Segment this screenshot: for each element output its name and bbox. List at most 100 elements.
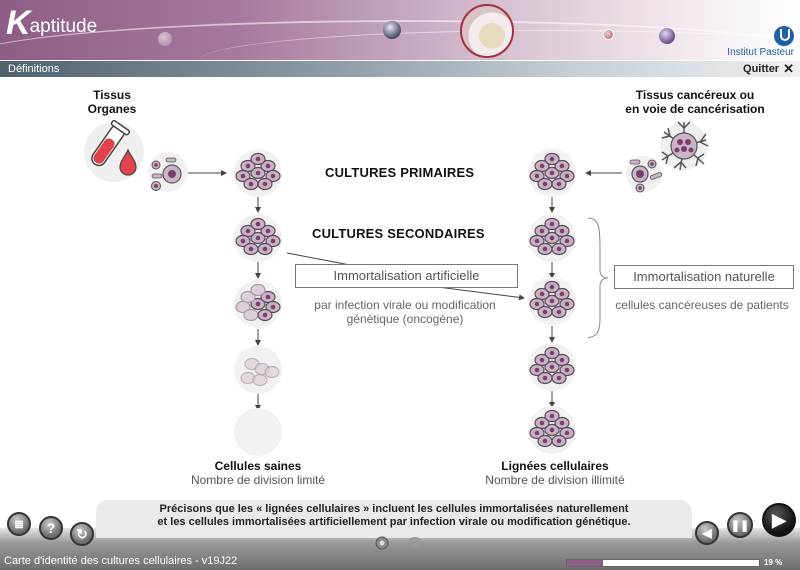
previous-icon: ◀ [702, 526, 712, 540]
decorative-orb [383, 21, 401, 39]
primary-cultures-title: CULTURES PRIMAIRES [325, 165, 475, 180]
cell [559, 234, 575, 248]
cell [265, 169, 281, 183]
cell-line-right-1 [528, 343, 576, 391]
brace [587, 217, 609, 339]
cell [554, 287, 570, 301]
cell [265, 300, 281, 314]
empty-dish-left [234, 408, 282, 456]
cell [551, 242, 567, 256]
partner-name: Institut Pasteur [727, 47, 794, 58]
cell [544, 346, 560, 360]
cell [264, 365, 280, 379]
quit-label: Quitter [743, 63, 780, 75]
pause-button[interactable]: ❚❚ [727, 512, 753, 538]
cell [257, 242, 273, 256]
institut-pasteur-logo: Institut Pasteur [727, 26, 794, 58]
header-swoosh [0, 20, 800, 60]
pause-icon: ❚❚ [730, 519, 750, 532]
cell [529, 426, 545, 440]
close-icon: ✕ [783, 61, 794, 76]
cell [257, 177, 273, 191]
cell [243, 308, 259, 322]
aging-culture-left [234, 280, 282, 328]
cell [529, 169, 545, 183]
natural-immortalisation-box: Immortalisation naturelle [614, 265, 794, 289]
cell [559, 426, 575, 440]
cell [529, 363, 545, 377]
document-button[interactable]: ≣ [7, 512, 31, 536]
previous-button[interactable]: ◀ [695, 521, 719, 545]
cell-lines-subtitle: Nombre de division illimité [485, 473, 625, 487]
cell [559, 297, 575, 311]
progress-fill [567, 560, 604, 566]
natural-detail: cellules cancéreuses de patients [615, 298, 789, 312]
cell [265, 234, 281, 248]
decorative-orb [603, 29, 614, 40]
quit-button[interactable]: Quitter ✕ [743, 61, 794, 76]
document-icon: ≣ [13, 517, 25, 531]
progress-label: 19 % [764, 558, 783, 567]
cell [551, 177, 567, 191]
cell [544, 280, 560, 294]
senescent-culture-left [234, 346, 282, 394]
header-photo [460, 4, 514, 58]
cell [243, 177, 259, 191]
cell [235, 169, 251, 183]
help-button[interactable]: ? [39, 516, 63, 540]
right-source-heading: Tissus cancéreux ou en voie de cancérisa… [600, 88, 790, 116]
help-icon: ? [46, 520, 56, 536]
cell [250, 231, 266, 245]
secondary-cultures-title: CULTURES SECONDAIRES [312, 226, 485, 241]
cell [250, 283, 266, 297]
tissue-source-illustration [84, 120, 188, 192]
cell [544, 152, 560, 166]
cell [235, 300, 251, 314]
cell [544, 231, 560, 245]
play-icon: ▶ [772, 509, 786, 530]
artificial-detail-line2: génétique (oncogène) [346, 312, 464, 326]
progress-bar [566, 559, 760, 567]
logo-text: aptitude [29, 16, 98, 37]
cell [544, 217, 560, 231]
replay-button[interactable]: ↻ [70, 522, 94, 546]
logo-k: K [6, 4, 31, 42]
decorative-orb [659, 28, 675, 44]
cell [534, 224, 550, 238]
healthy-cells-subtitle: Nombre de division limité [190, 473, 326, 487]
cell [551, 305, 567, 319]
primary-culture-left [234, 149, 282, 197]
cell [537, 305, 553, 319]
play-button[interactable]: ▶ [762, 503, 796, 537]
audio-icon[interactable] [374, 535, 390, 551]
section-bar: Définitions Quitter ✕ [0, 60, 800, 77]
left-source-heading: Tissus Organes [72, 88, 152, 116]
cell [537, 434, 553, 448]
cell [544, 294, 560, 308]
cell [252, 373, 268, 387]
cell [243, 242, 259, 256]
cell [559, 169, 575, 183]
replay-icon: ↻ [76, 525, 88, 542]
cell [250, 152, 266, 166]
artificial-detail: par infection virale ou modification gén… [290, 298, 520, 326]
cell [537, 242, 553, 256]
secondary-culture-left [234, 214, 282, 262]
cell [551, 371, 567, 385]
primary-culture-right [528, 149, 576, 197]
left-source-line2: Organes [87, 102, 137, 116]
cell [537, 371, 553, 385]
cell [529, 297, 545, 311]
note-line2: et les cellules immortalisées artificiel… [157, 516, 631, 528]
comment-icon[interactable] [406, 536, 424, 552]
module-title: Carte d'identité des cultures cellulaire… [4, 555, 238, 567]
cell [551, 434, 567, 448]
healthy-cells-title: Cellules saines [214, 459, 302, 473]
right-source-line1: Tissus cancéreux ou [635, 88, 755, 102]
immortalised-culture-right [528, 277, 576, 325]
cell [250, 166, 266, 180]
cell [235, 234, 251, 248]
cell [257, 308, 273, 322]
